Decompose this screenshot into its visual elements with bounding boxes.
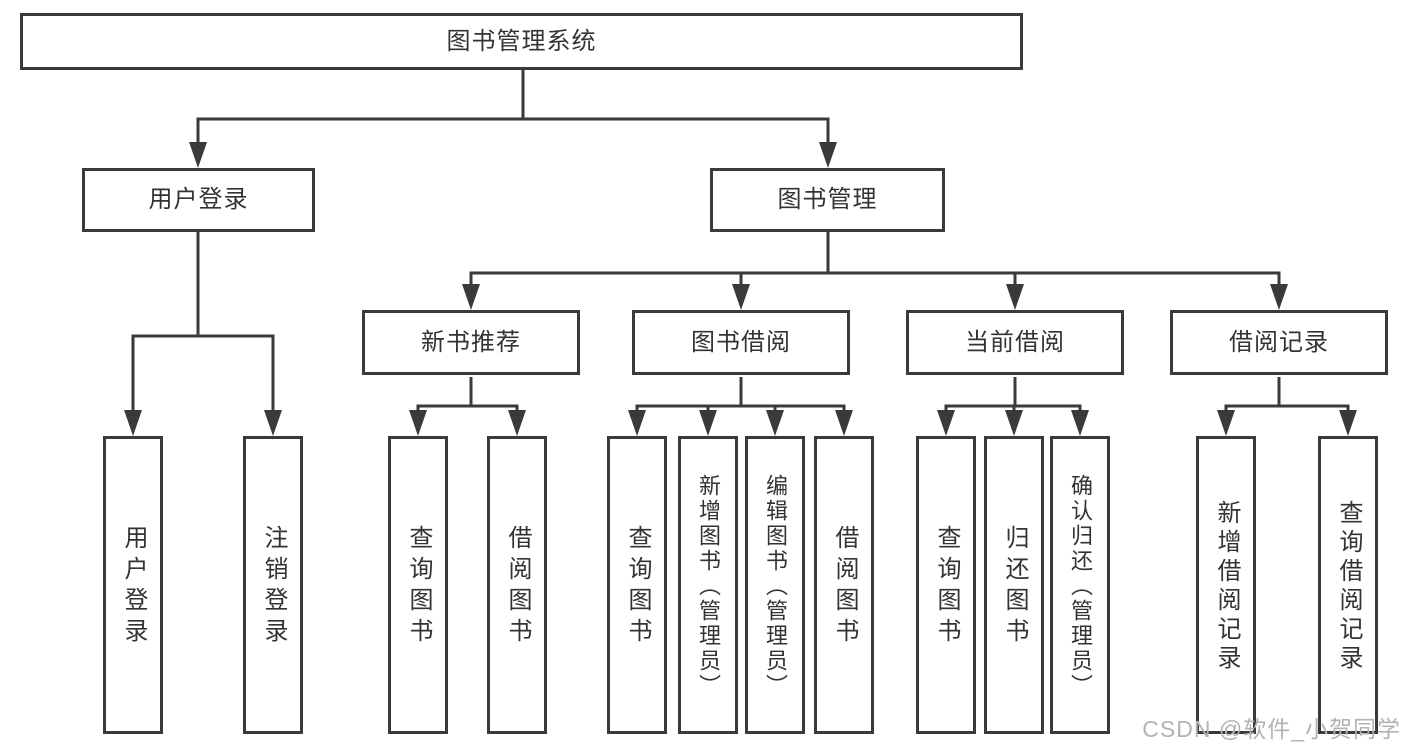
leaf-return-book: 归还图书 [984, 436, 1044, 734]
node-label: 新增借阅记录 [1213, 500, 1240, 674]
leaf-add-borrow-record: 新增借阅记录 [1196, 436, 1256, 734]
leaf-query-books-borrow: 查询图书 [607, 436, 667, 734]
node-label: 图书管理 [777, 186, 878, 213]
node-current-borrowing: 当前借阅 [906, 310, 1124, 375]
node-label: 查询图书 [624, 525, 651, 649]
node-label: 新书推荐 [421, 328, 521, 356]
watermark: CSDN @软件_小贺同学 [1142, 716, 1401, 742]
leaf-borrow-books: 借阅图书 [814, 436, 874, 734]
node-label: 查询借阅记录 [1335, 500, 1362, 674]
leaf-borrow-books-recommend: 借阅图书 [487, 436, 547, 734]
node-label: 用户登录 [120, 525, 147, 649]
leaf-user-login: 用户登录 [103, 436, 163, 734]
leaf-query-books-current: 查询图书 [916, 436, 976, 734]
leaf-query-borrow-record: 查询借阅记录 [1318, 436, 1378, 734]
node-label: 当前借阅 [965, 328, 1065, 356]
node-new-book-recommend: 新书推荐 [362, 310, 580, 375]
leaf-logout: 注销登录 [243, 436, 303, 734]
node-label: 编辑图书（管理员） [763, 473, 788, 699]
node-label: 图书借阅 [691, 328, 791, 356]
node-label: 归还图书 [1001, 525, 1028, 649]
node-label: 借阅图书 [504, 525, 531, 649]
node-label: 图书管理系统 [446, 27, 597, 55]
node-label: 借阅记录 [1229, 328, 1329, 356]
node-label: 确认归还（管理员） [1068, 473, 1093, 699]
node-book-management-system: 图书管理系统 [20, 13, 1023, 70]
leaf-confirm-return-admin: 确认归还（管理员） [1050, 436, 1110, 734]
node-label: 查询图书 [933, 525, 960, 649]
node-label: 注销登录 [260, 525, 287, 649]
leaf-add-book-admin: 新增图书（管理员） [678, 436, 738, 734]
node-user-login: 用户登录 [82, 168, 315, 232]
node-label: 查询图书 [405, 525, 432, 649]
node-borrow-records: 借阅记录 [1170, 310, 1388, 375]
leaf-edit-book-admin: 编辑图书（管理员） [745, 436, 805, 734]
node-label: 用户登录 [148, 186, 249, 213]
node-book-management: 图书管理 [710, 168, 945, 232]
node-label: 新增图书（管理员） [696, 473, 721, 699]
leaf-query-books-recommend: 查询图书 [388, 436, 448, 734]
node-label: 借阅图书 [831, 525, 858, 649]
node-book-borrowing: 图书借阅 [632, 310, 850, 375]
